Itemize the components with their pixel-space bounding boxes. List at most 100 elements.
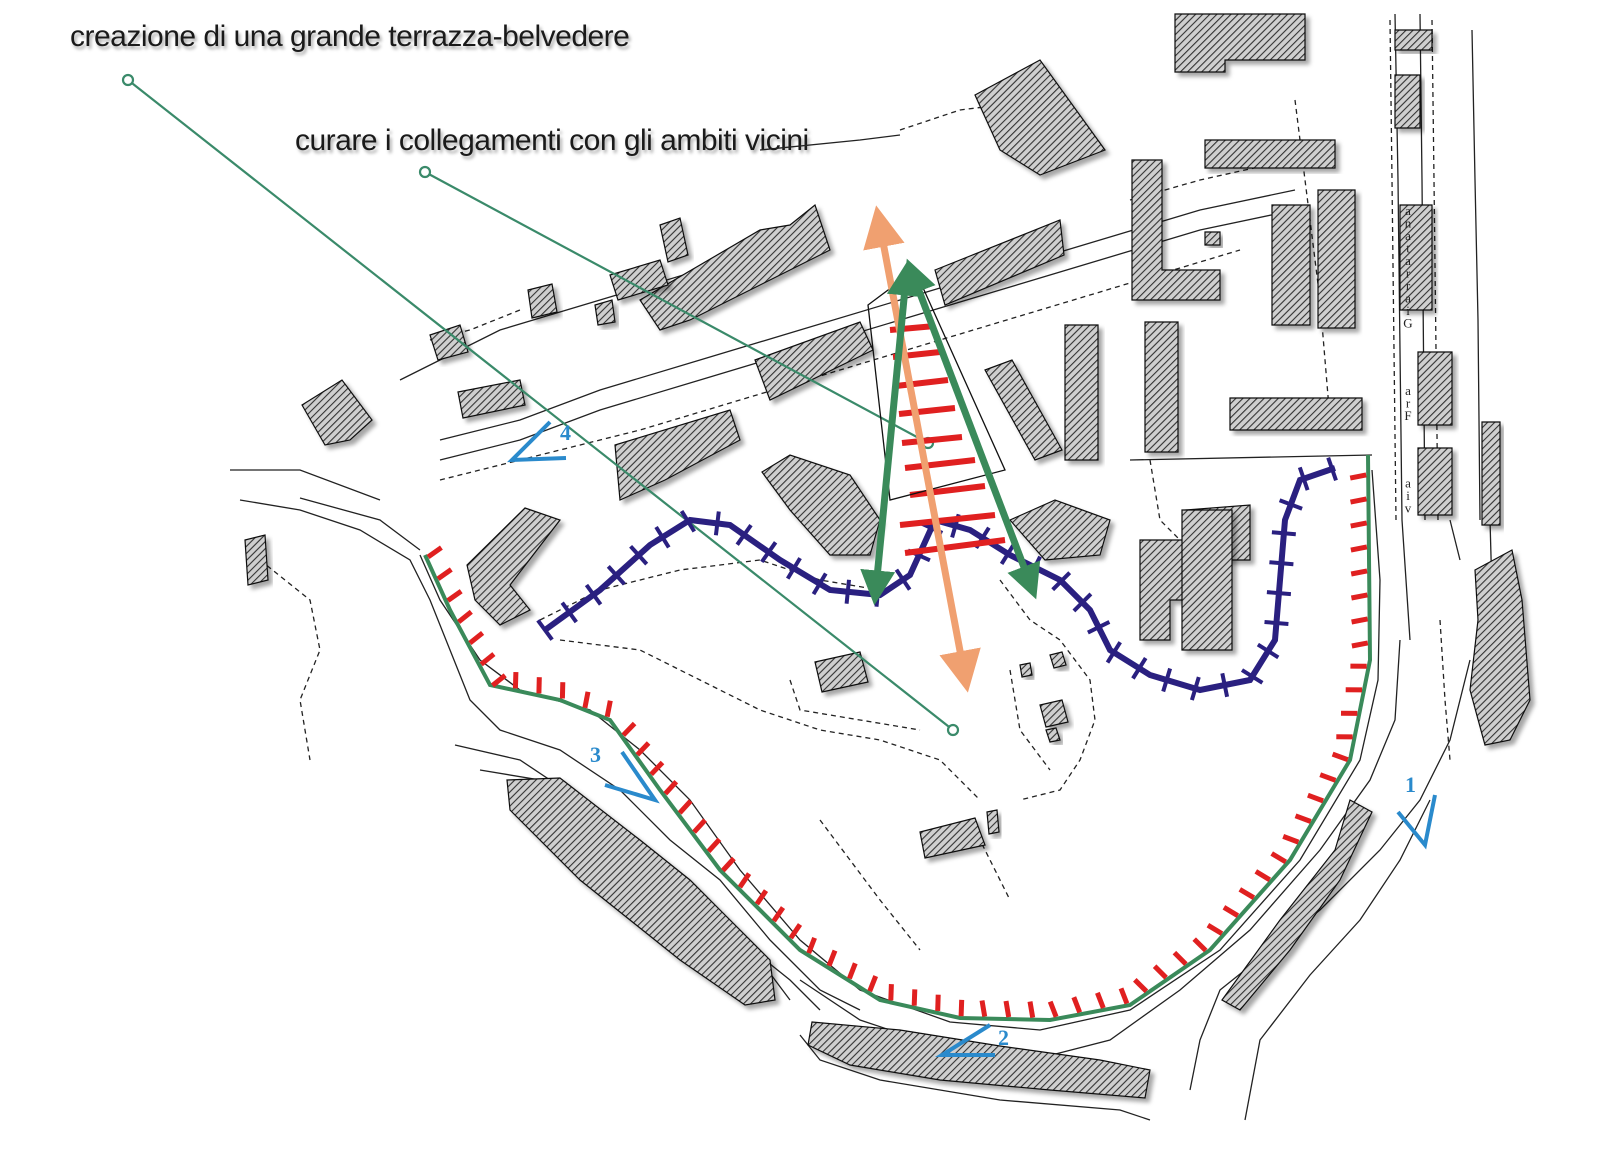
tick-mark bbox=[1319, 772, 1337, 783]
blue-tick bbox=[560, 601, 578, 624]
street-label-char: r bbox=[1406, 266, 1411, 281]
tick-mark bbox=[979, 1000, 988, 1017]
street-label-char: a bbox=[1405, 476, 1411, 491]
blue-tick bbox=[713, 511, 721, 536]
tick-mark bbox=[649, 760, 665, 777]
tick-mark bbox=[911, 989, 918, 1006]
blue-tick bbox=[1220, 672, 1230, 698]
blue-tick bbox=[1269, 560, 1294, 567]
street-label-char: F bbox=[1404, 408, 1411, 423]
blue-tick bbox=[811, 572, 828, 596]
blue-tick bbox=[1326, 457, 1338, 482]
tick-mark bbox=[1270, 851, 1287, 865]
street-label-char: v bbox=[1405, 501, 1412, 516]
tick-mark bbox=[692, 818, 707, 834]
blue-tick bbox=[1131, 657, 1148, 680]
blue-tick bbox=[679, 510, 696, 533]
blue-tick bbox=[1051, 571, 1072, 592]
street-label-char: a bbox=[1405, 383, 1411, 398]
tick-mark bbox=[677, 799, 693, 815]
tick-mark bbox=[888, 984, 894, 1001]
viewpoints: 1 2 3 4 bbox=[506, 420, 1437, 1057]
tick-mark bbox=[706, 837, 722, 853]
tick-mark bbox=[604, 700, 613, 718]
annotation-connections: curare i collegamenti con gli ambiti vic… bbox=[295, 124, 809, 157]
tick-mark bbox=[1071, 996, 1083, 1014]
annotation-terrace: creazione di una grande terrazza-belvede… bbox=[70, 20, 630, 53]
tick-mark bbox=[1027, 1001, 1036, 1019]
tick-mark bbox=[1282, 834, 1300, 845]
tick-mark bbox=[479, 652, 496, 667]
blue-tick bbox=[1072, 592, 1093, 613]
leader-connections bbox=[424, 171, 929, 444]
blue-tick bbox=[654, 525, 671, 549]
viewpoint-4: 4 bbox=[506, 420, 571, 463]
tick-mark bbox=[1331, 751, 1349, 763]
tick-mark bbox=[1350, 544, 1368, 553]
tick-mark bbox=[737, 872, 752, 889]
blue-tick bbox=[629, 544, 649, 566]
tick-mark bbox=[1350, 592, 1368, 601]
blue-tick bbox=[735, 523, 753, 546]
tick-mark bbox=[1003, 1000, 1012, 1018]
street-label-char: a bbox=[1405, 228, 1411, 243]
tick-mark bbox=[771, 906, 786, 923]
blue-tick bbox=[760, 541, 778, 564]
blue-tick bbox=[1105, 641, 1122, 664]
green-arrow-left bbox=[860, 260, 922, 606]
tick-mark bbox=[826, 949, 838, 967]
tick-mark bbox=[457, 609, 473, 624]
viewpoint-3: 3 bbox=[590, 742, 660, 804]
tick-mark bbox=[1238, 887, 1256, 900]
svg-text:1: 1 bbox=[1405, 772, 1416, 797]
blue-tick bbox=[1087, 620, 1111, 635]
street-label-char: r bbox=[1406, 396, 1411, 411]
leader-terrace-dot-start bbox=[121, 73, 135, 87]
street-label-char: n bbox=[1405, 216, 1412, 231]
tick-mark bbox=[1254, 869, 1271, 882]
tick-mark bbox=[1351, 616, 1369, 625]
tick-mark bbox=[436, 567, 453, 581]
blue-tick bbox=[1266, 590, 1292, 597]
tick-mark bbox=[1133, 978, 1149, 994]
tick-mark bbox=[621, 721, 637, 737]
blue-tick bbox=[536, 619, 554, 641]
tick-mark bbox=[1294, 813, 1312, 824]
tick-mark bbox=[754, 889, 769, 906]
tick-mark bbox=[806, 936, 817, 955]
blue-tick bbox=[1264, 620, 1289, 626]
blue-tick bbox=[844, 579, 851, 604]
blue-tick bbox=[1189, 676, 1201, 701]
buildings bbox=[244, 13, 1531, 1099]
tick-mark bbox=[1118, 987, 1130, 1005]
tick-mark bbox=[1350, 568, 1368, 577]
tick-mark bbox=[512, 672, 519, 689]
tick-mark bbox=[1095, 991, 1106, 1009]
street-label-char: t bbox=[1406, 241, 1410, 256]
leader-terrace-dot-end bbox=[946, 723, 960, 737]
roads bbox=[230, 13, 1496, 1121]
street-label-char: a bbox=[1405, 203, 1411, 218]
green-arrow-right bbox=[902, 258, 1041, 600]
tick-mark bbox=[935, 994, 941, 1011]
tick-mark bbox=[1206, 923, 1224, 936]
street-label-char: a bbox=[1405, 253, 1411, 268]
blue-tick bbox=[584, 583, 603, 606]
blue-tick bbox=[1271, 530, 1296, 537]
svg-text:3: 3 bbox=[590, 742, 601, 767]
tick-mark bbox=[468, 630, 485, 646]
street-label-char: G bbox=[1403, 316, 1412, 331]
leader-terrace bbox=[127, 79, 954, 731]
tick-mark bbox=[1152, 964, 1168, 980]
tick-mark bbox=[1350, 520, 1368, 529]
green-boundary-line bbox=[423, 454, 1373, 1023]
tick-mark bbox=[1047, 1000, 1059, 1018]
annotation-leaders bbox=[121, 73, 960, 737]
tick-mark bbox=[446, 589, 463, 603]
blue-tick bbox=[1278, 498, 1303, 511]
tick-mark bbox=[635, 741, 651, 757]
tick-mark bbox=[847, 962, 858, 980]
tick-mark bbox=[490, 673, 507, 688]
tick-mark bbox=[663, 780, 679, 796]
